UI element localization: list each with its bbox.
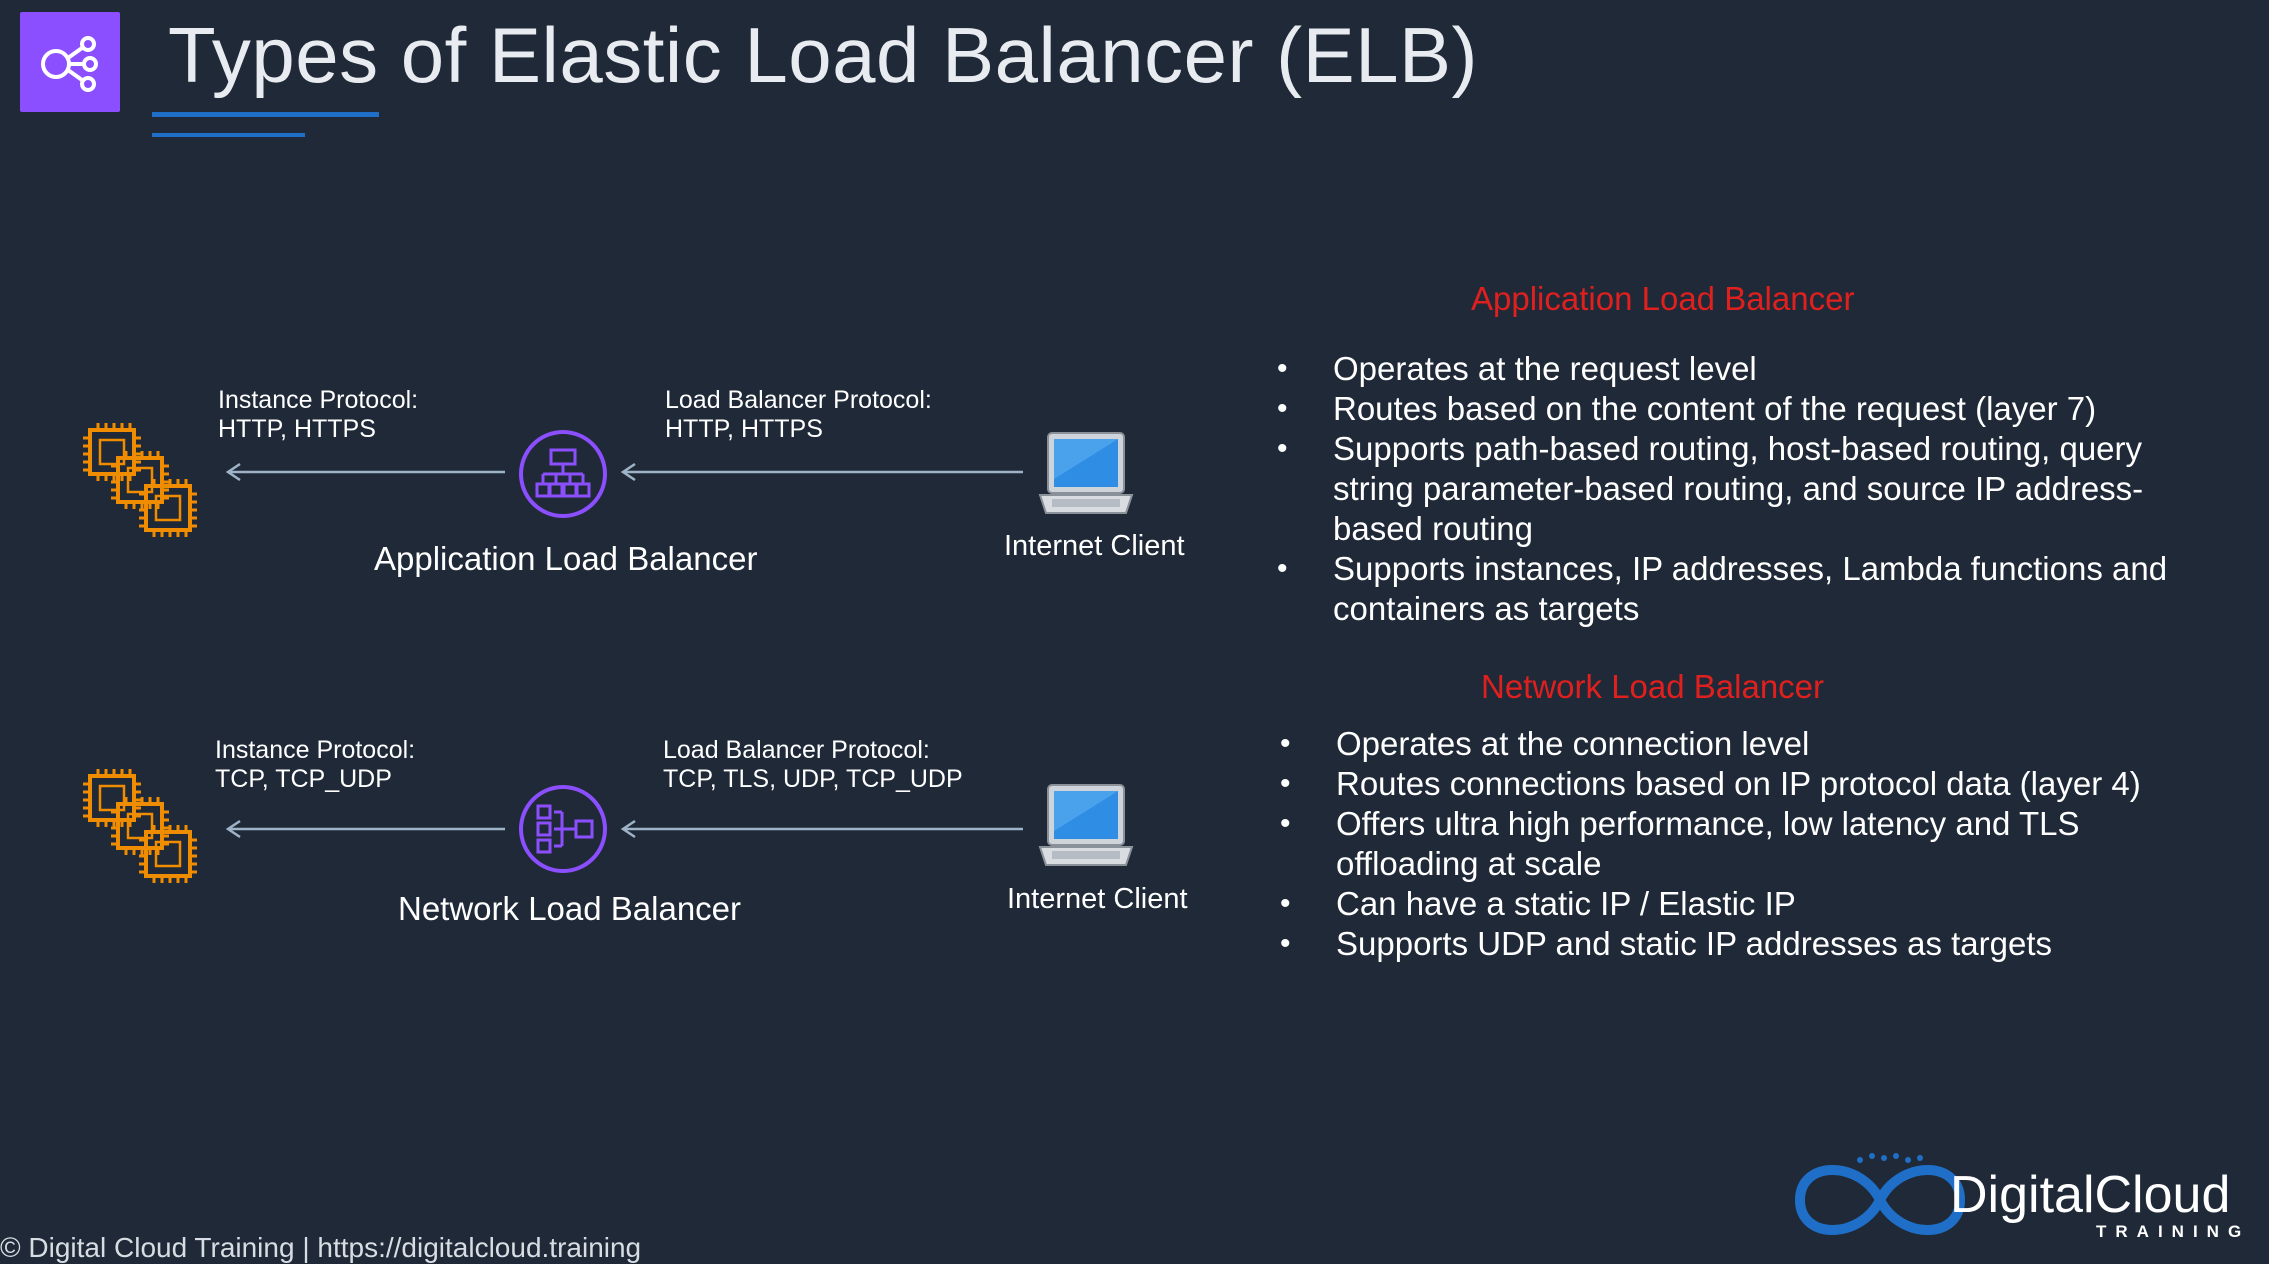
list-item-text: Supports path-based routing, host-based …: [1333, 430, 2144, 547]
list-item-text: Operates at the request level: [1333, 350, 1757, 387]
nlb-ec2-instances-icon: [81, 767, 199, 885]
nlb-instance-protocol-value: TCP, TCP_UDP: [215, 765, 392, 793]
list-item-text: Offers ultra high performance, low laten…: [1336, 805, 2080, 882]
bullet-dot: •: [1280, 767, 1291, 800]
list-item: • Operates at the connection level: [1280, 724, 2220, 764]
alb-lb-protocol-value: HTTP, HTTPS: [665, 415, 823, 443]
alb-lb-protocol-label: Load Balancer Protocol:: [665, 386, 932, 414]
nlb-section-title: Network Load Balancer: [1481, 668, 1825, 705]
alb-ec2-instances-icon: [81, 421, 199, 539]
elb-icon: [20, 12, 120, 112]
list-item: • Offers ultra high performance, low late…: [1280, 804, 2220, 884]
network-load-balancer-icon: [519, 785, 607, 873]
nlb-instance-protocol-label: Instance Protocol:: [215, 736, 416, 764]
list-item: • Routes based on the content of the requ…: [1277, 389, 2217, 429]
infinity-logo-icon: [1794, 1165, 1966, 1235]
list-item: • Supports path-based routing, host-based…: [1277, 429, 2217, 549]
list-item: • Routes connections based on IP protocol…: [1280, 764, 2220, 804]
page-title: Types of Elastic Load Balancer (ELB): [168, 11, 1478, 99]
brand-subtitle: TRAINING: [2096, 1222, 2251, 1241]
footer-copyright: © Digital Cloud Training | https://digit…: [0, 1232, 642, 1263]
infinity-logo-dots: [1857, 1153, 1923, 1163]
application-load-balancer-icon: [519, 430, 607, 518]
alb-client-caption: Internet Client: [1004, 530, 1185, 562]
list-item-text: Routes based on the content of the reque…: [1333, 390, 2097, 427]
alb-arrow-from-client: [620, 462, 1023, 482]
nlb-lb-protocol-label: Load Balancer Protocol:: [663, 736, 930, 764]
nlb-laptop-icon: [1039, 784, 1133, 866]
nlb-client-caption: Internet Client: [1007, 883, 1188, 915]
list-item: • Supports instances, IP addresses, Lambd…: [1277, 549, 2217, 629]
nlb-lb-protocol-value: TCP, TLS, UDP, TCP_UDP: [663, 765, 963, 793]
nlb-arrow-from-client: [620, 819, 1023, 839]
bullet-dot: •: [1277, 552, 1288, 585]
bullet-dot: •: [1277, 432, 1288, 465]
nlb-bullet-list: • Operates at the connection level • Route…: [1280, 724, 2220, 964]
list-item-text: Supports UDP and static IP addresses as …: [1336, 925, 2052, 962]
list-item: • Operates at the request level: [1277, 349, 2217, 389]
title-underline: [152, 112, 379, 117]
nlb-arrow-to-targets: [225, 819, 505, 839]
list-item-text: Routes connections based on IP protocol …: [1336, 765, 2141, 802]
brand-name: DigitalCloud: [1950, 1166, 2231, 1224]
bullet-dot: •: [1277, 392, 1288, 425]
bullet-dot: •: [1280, 727, 1291, 760]
bullet-dot: •: [1280, 927, 1291, 960]
alb-arrow-to-targets: [225, 462, 505, 482]
alb-caption: Application Load Balancer: [374, 540, 758, 577]
bullet-dot: •: [1280, 807, 1291, 840]
alb-instance-protocol-label: Instance Protocol:: [218, 386, 419, 414]
list-item: • Supports UDP and static IP addresses as…: [1280, 924, 2220, 964]
nlb-caption: Network Load Balancer: [398, 890, 742, 927]
bullet-dot: •: [1280, 887, 1291, 920]
alb-instance-protocol-value: HTTP, HTTPS: [218, 415, 376, 443]
list-item-text: Supports instances, IP addresses, Lambda…: [1333, 550, 2168, 627]
list-item-text: Can have a static IP / Elastic IP: [1336, 885, 1796, 922]
alb-section-title: Application Load Balancer: [1471, 280, 1855, 317]
list-item: • Can have a static IP / Elastic IP: [1280, 884, 2220, 924]
bullet-dot: •: [1277, 352, 1288, 385]
title-underline-short: [152, 133, 305, 137]
alb-laptop-icon: [1039, 432, 1133, 514]
list-item-text: Operates at the connection level: [1336, 725, 1810, 762]
alb-bullet-list: • Operates at the request level • Routes b…: [1277, 349, 2217, 629]
